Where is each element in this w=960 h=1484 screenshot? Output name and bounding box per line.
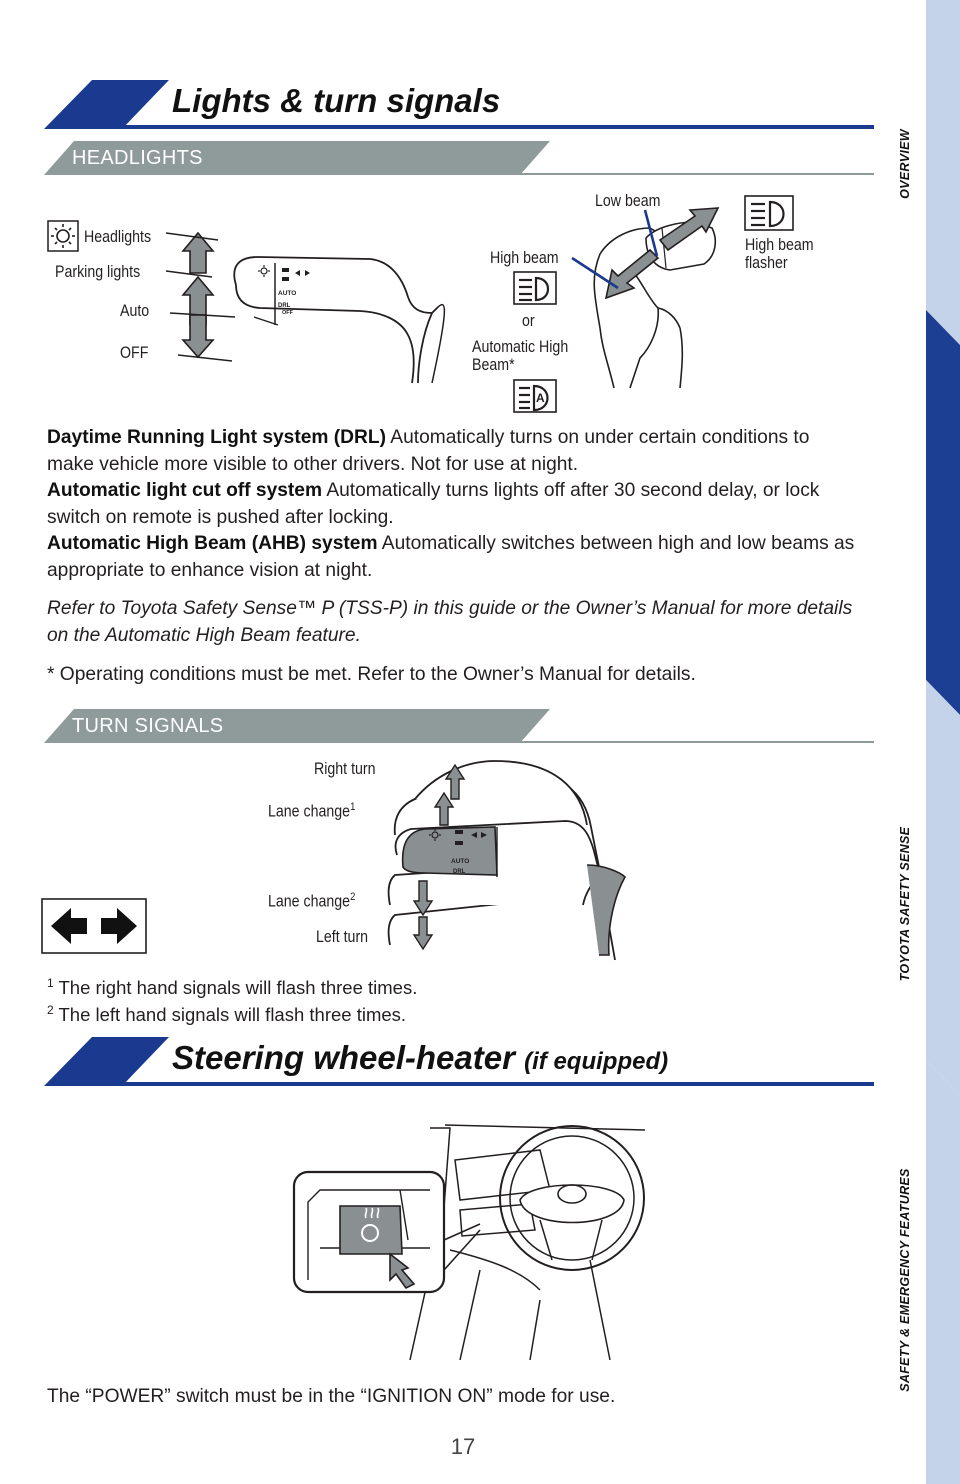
lane-change-1-sup: 1 xyxy=(350,801,356,813)
subhead-turn-signals: TURN SIGNALS xyxy=(44,709,874,743)
turn-footnotes: 1 The right hand signals will flash thre… xyxy=(47,972,417,1026)
tab-overview[interactable]: OVERVIEW xyxy=(898,129,912,199)
svg-text:A: A xyxy=(536,391,545,405)
footnote-2: 2 The left hand signals will flash three… xyxy=(47,999,417,1026)
label-lane-change-2: Lane change2 xyxy=(268,888,355,911)
label-off: OFF xyxy=(120,344,149,362)
label-flasher-1: High beam xyxy=(745,236,814,254)
switch-mark-drl: DRL xyxy=(278,303,291,309)
label-left-turn: Left turn xyxy=(316,928,369,946)
steering-heater-title: Steering wheel-heater (if equipped) xyxy=(172,1039,668,1077)
tab-features-operations[interactable]: FEATURES & OPERATIONS xyxy=(898,438,912,610)
label-lane-change-1: Lane change1 xyxy=(268,798,355,821)
turn-signal-indicator-icon xyxy=(41,898,147,954)
label-flasher-2: flasher xyxy=(745,254,788,272)
operating-note: * Operating conditions must be met. Refe… xyxy=(47,664,696,685)
label-auto: Auto xyxy=(120,302,150,320)
steering-heater-title-main: Steering wheel-heater xyxy=(172,1039,515,1076)
tss-refer-note: Refer to Toyota Safety Sense™ P (TSS-P) … xyxy=(47,598,853,646)
svg-text:DRL: DRL xyxy=(453,869,466,875)
cutoff-heading: Automatic light cut off system xyxy=(47,480,323,502)
power-switch-note: The “POWER” switch must be in the “IGNIT… xyxy=(47,1386,616,1407)
footnote-1-text: The right hand signals will flash three … xyxy=(53,977,418,999)
section-title-steering-heater: Steering wheel-heater (if equipped) xyxy=(44,1037,874,1087)
lane-change-1-text: Lane change xyxy=(268,802,351,821)
label-or: or xyxy=(522,312,535,330)
section-title-lights: Lights & turn signals xyxy=(44,80,874,130)
label-ahb-2: Beam* xyxy=(472,356,515,374)
steering-heater-title-suffix: (if equipped) xyxy=(524,1048,669,1075)
label-high-beam: High beam xyxy=(490,249,559,267)
cutoff-text: Automatically turns lights off after 30 … xyxy=(47,480,820,528)
footnote-2-text: The left hand signals will flash three t… xyxy=(53,1004,407,1026)
footnote-1-num: 1 xyxy=(47,976,54,990)
footnote-1: 1 The right hand signals will flash thre… xyxy=(47,972,417,999)
page-number: 17 xyxy=(450,1434,476,1459)
subhead-headlights: HEADLIGHTS xyxy=(44,141,874,175)
lights-title: Lights & turn signals xyxy=(172,82,501,119)
headlight-switch-illustration: AUTO DRL OFF xyxy=(47,220,446,384)
steering-heater-illustration xyxy=(292,1124,646,1361)
tab-toyota-safety-sense[interactable]: TOYOTA SAFETY SENSE xyxy=(898,826,912,982)
turn-signal-stalk-illustration: AUTO DRL xyxy=(387,760,626,961)
switch-mark-off: OFF xyxy=(282,310,294,316)
lane-change-2-text: Lane change xyxy=(268,892,351,911)
beam-hand-illustration: A xyxy=(513,195,794,413)
turn-signals-subhead-text: TURN SIGNALS xyxy=(72,715,224,737)
label-right-turn: Right turn xyxy=(314,760,376,778)
lights-description: Daytime Running Light system (DRL) Autom… xyxy=(47,425,857,585)
switch-mark-auto: AUTO xyxy=(278,290,296,297)
svg-text:AUTO: AUTO xyxy=(451,858,469,865)
drl-text: Automatically turns on under certain con… xyxy=(47,427,810,475)
label-low-beam: Low beam xyxy=(595,192,661,210)
label-parking-lights: Parking lights xyxy=(55,263,141,281)
headlights-subhead-text: HEADLIGHTS xyxy=(72,147,203,169)
label-ahb-1: Automatic High xyxy=(472,338,569,356)
tab-safety-emergency[interactable]: SAFETY & EMERGENCY FEATURES xyxy=(898,1168,912,1392)
ahb-heading: Automatic High Beam (AHB) system xyxy=(47,533,378,555)
footnote-2-num: 2 xyxy=(47,1003,54,1018)
lane-change-2-sup: 2 xyxy=(350,891,356,903)
side-tabs xyxy=(926,0,960,1484)
drl-heading: Daytime Running Light system (DRL) xyxy=(47,427,386,448)
ahb-text: Automatically switches between high and … xyxy=(47,533,855,581)
label-headlights: Headlights xyxy=(84,228,152,246)
